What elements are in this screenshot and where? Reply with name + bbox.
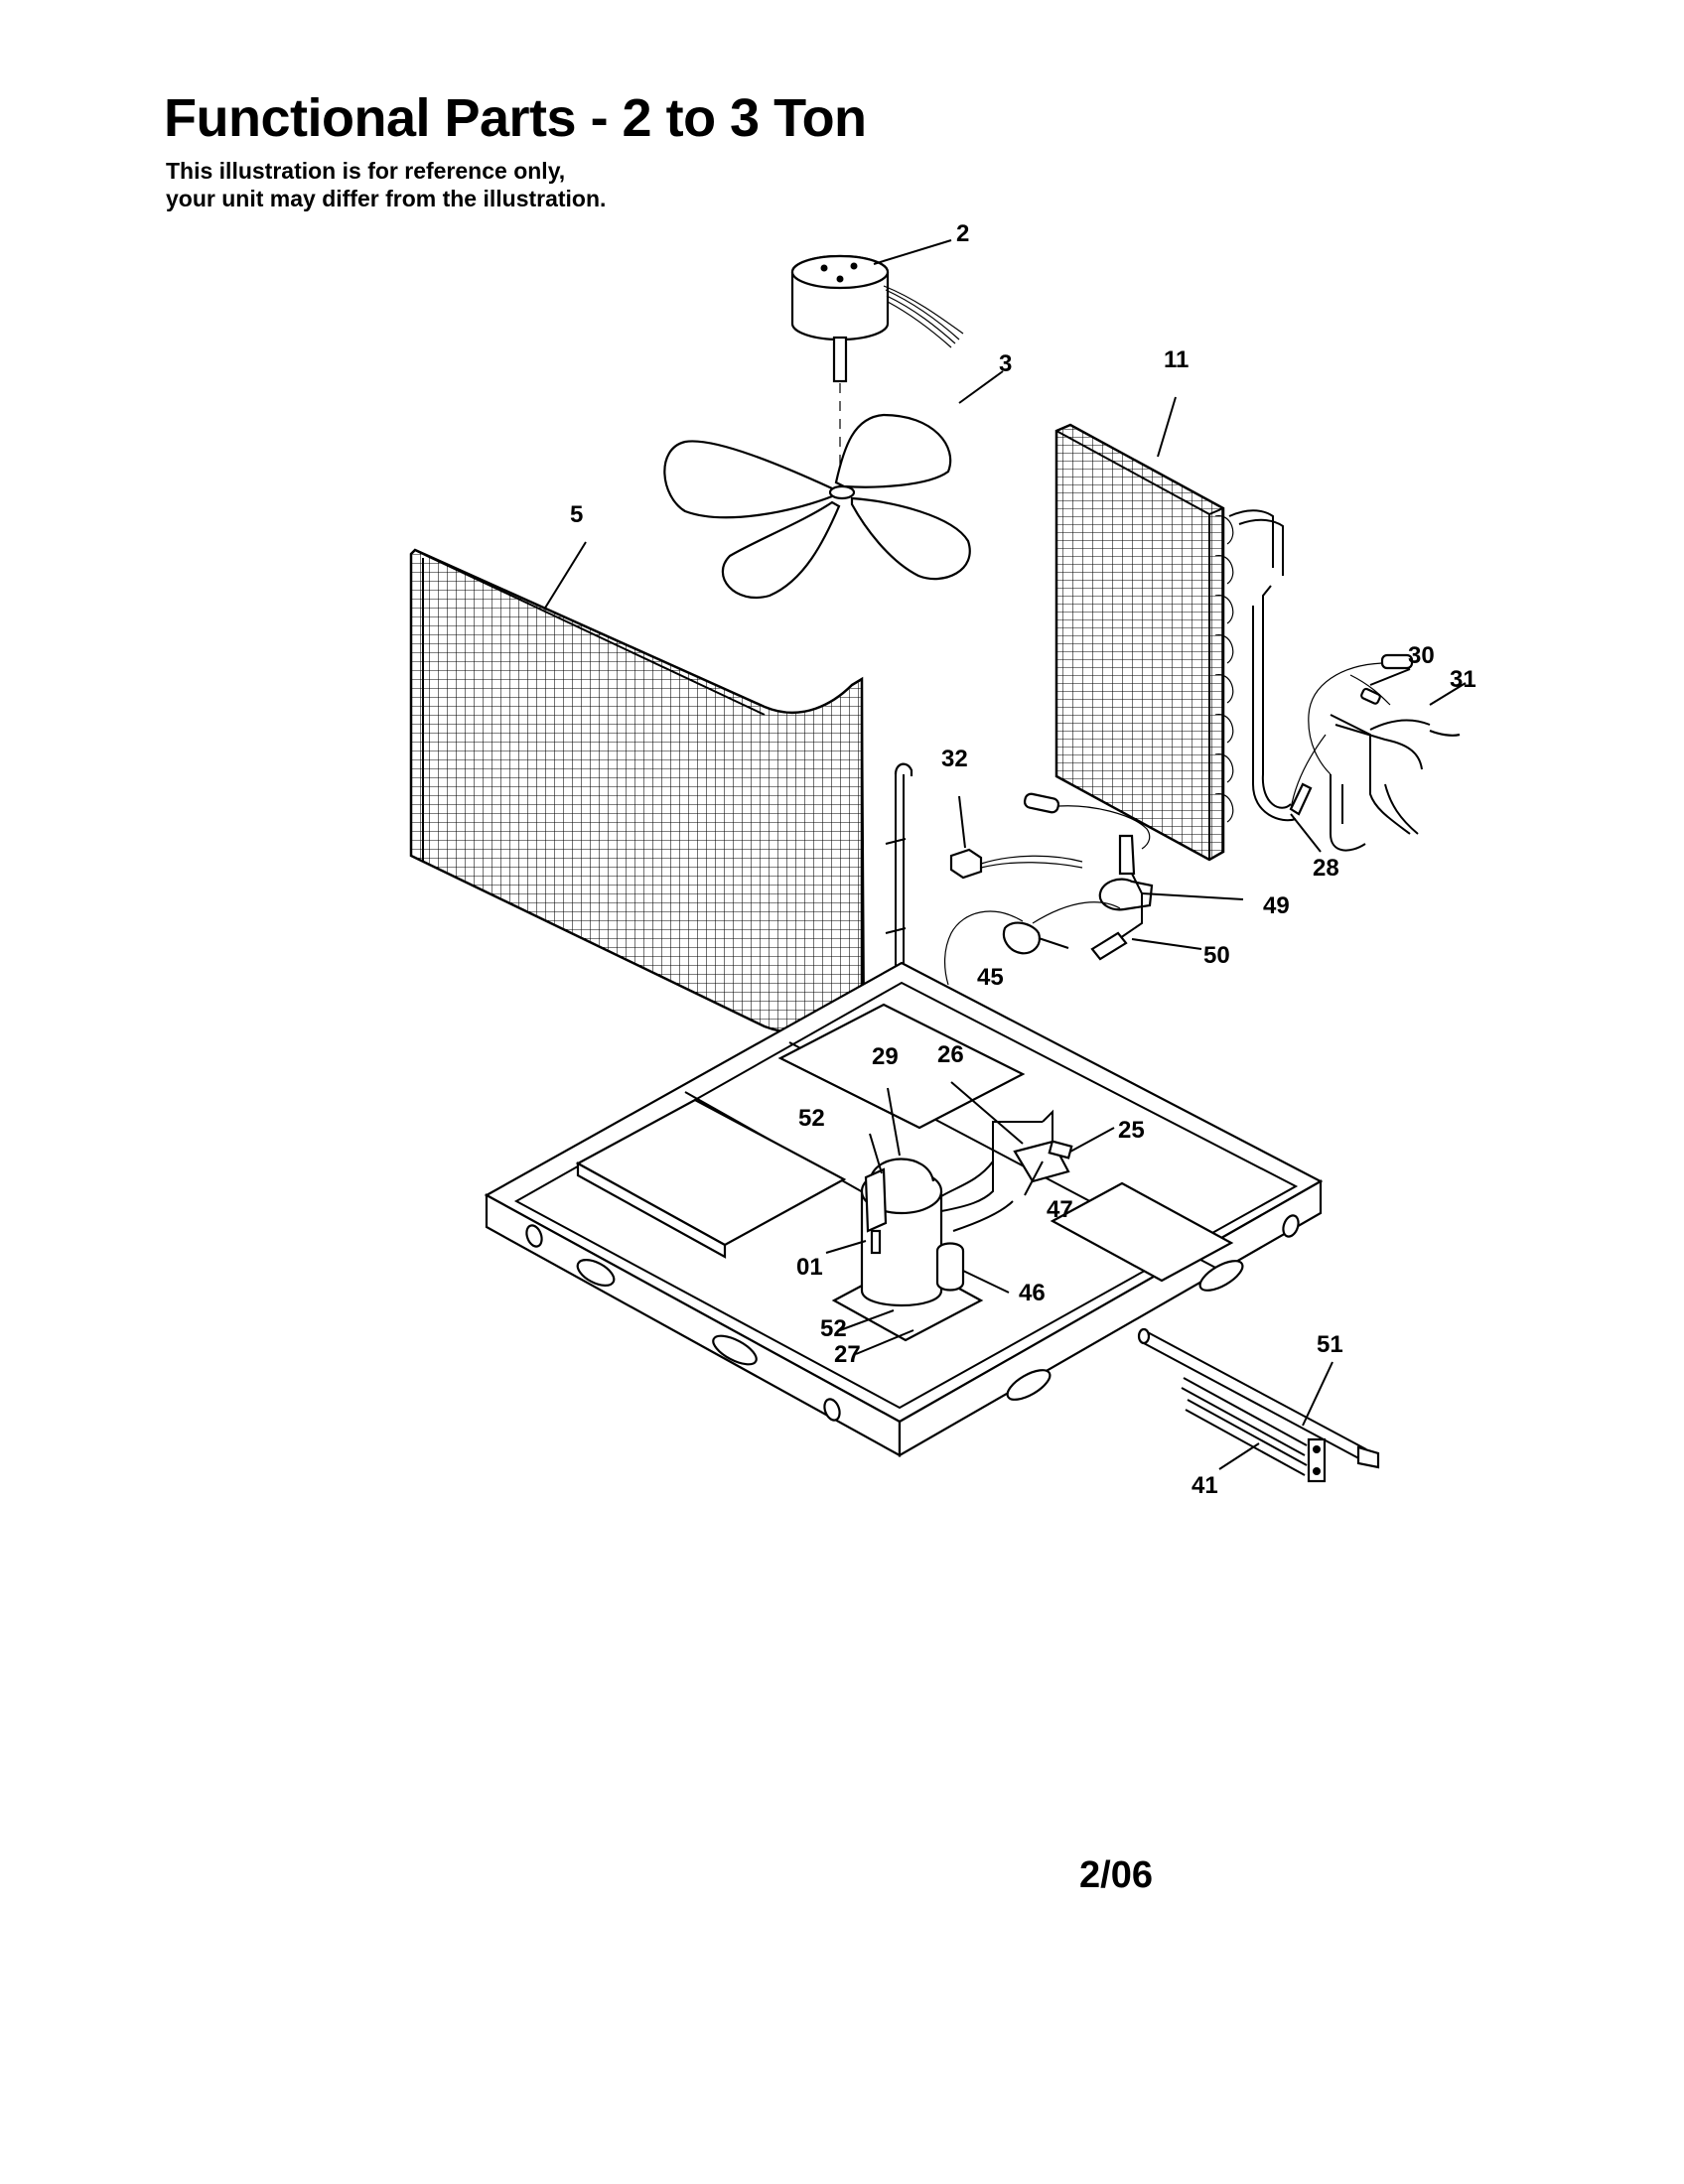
fan-blade [663, 413, 971, 599]
page-subtitle: This illustration is for reference only,… [166, 157, 606, 212]
callout-2: 2 [956, 220, 969, 247]
sensor-assembly [1289, 653, 1461, 852]
callout-labels: 2 3 11 5 30 31 32 28 49 50 45 29 26 25 5… [570, 220, 1476, 1499]
valve-assembly [944, 792, 1154, 986]
page-title: Functional Parts - 2 to 3 Ton [164, 88, 867, 148]
leader-lines [543, 239, 1467, 1470]
callout-41: 41 [1192, 1472, 1218, 1499]
callout-46: 46 [1019, 1280, 1046, 1306]
callout-27: 27 [834, 1341, 861, 1368]
compressor [831, 1109, 1073, 1342]
callout-31: 31 [1450, 666, 1476, 693]
callout-25: 25 [1118, 1117, 1145, 1144]
callout-29: 29 [872, 1043, 899, 1070]
callout-47: 47 [1047, 1196, 1073, 1223]
callout-30: 30 [1408, 642, 1435, 669]
callout-49: 49 [1263, 892, 1290, 919]
callout-26: 26 [937, 1041, 964, 1068]
callout-51: 51 [1317, 1331, 1343, 1358]
callout-32: 32 [941, 746, 968, 772]
subtitle-line-2: your unit may differ from the illustrati… [166, 186, 607, 211]
callout-45: 45 [977, 964, 1004, 991]
callout-52-bottom: 52 [820, 1315, 847, 1342]
callout-52-top: 52 [798, 1105, 825, 1132]
pressure-switch [949, 848, 1083, 880]
condenser-coil [409, 548, 865, 1034]
callout-3: 3 [999, 350, 1012, 377]
side-coil [1054, 423, 1297, 862]
subtitle-line-1: This illustration is for reference only, [166, 158, 566, 184]
callout-28: 28 [1313, 855, 1339, 882]
line-set-tubes [1137, 1327, 1380, 1483]
revision-date: 2/06 [1079, 1854, 1153, 1896]
callout-01: 01 [796, 1254, 823, 1281]
callout-5: 5 [570, 501, 583, 528]
callout-50: 50 [1203, 942, 1230, 969]
callout-11: 11 [1164, 346, 1189, 373]
fan-motor [790, 254, 964, 383]
